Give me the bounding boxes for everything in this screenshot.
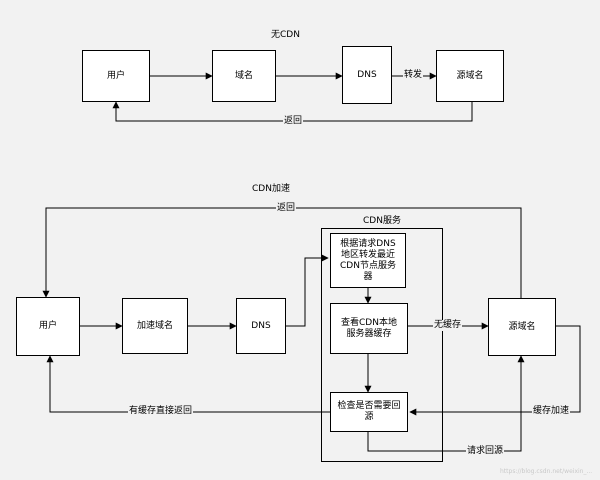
bottom-user-node: 用户 <box>16 297 80 356</box>
top-domain-node: 域名 <box>212 50 276 102</box>
top-origin-label: 源域名 <box>456 70 484 81</box>
route-nearest-node: 根据请求DNS地区转发最近CDN节点服务器 <box>330 233 406 288</box>
edge-check-to-user <box>46 355 330 413</box>
top-dns-node: DNS <box>342 46 392 104</box>
check-local-cache-label: 查看CDN本地服务器缓存 <box>341 317 397 339</box>
top-title: 无CDN <box>271 30 300 40</box>
edge-check-request-origin <box>367 355 525 452</box>
bottom-origin-node: 源域名 <box>488 298 556 356</box>
top-origin-node: 源域名 <box>436 50 504 102</box>
bottom-title: CDN加速 <box>252 184 290 194</box>
check-fetch-origin-label: 检查是否需要回源 <box>337 401 401 422</box>
bottom-user-label: 用户 <box>38 321 57 331</box>
top-user-label: 用户 <box>106 70 125 81</box>
bottom-accel-domain-label: 加速域名 <box>136 320 173 331</box>
top-dns-label: DNS <box>357 69 377 80</box>
route-nearest-label: 根据请求DNS地区转发最近CDN节点服务器 <box>340 238 396 282</box>
edge-dns-to-route <box>286 254 329 327</box>
top-edge-forward-label: 转发 <box>403 70 424 81</box>
edge-no-cache-label: 无缓存 <box>433 320 463 331</box>
bottom-accel-domain-node: 加速域名 <box>122 298 188 354</box>
check-fetch-origin-node: 检查是否需要回源 <box>330 392 408 432</box>
cdn-service-group <box>321 228 443 462</box>
bottom-dns-node: DNS <box>236 298 286 354</box>
edge-has-cache-label: 有缓存直接返回 <box>128 406 194 417</box>
bottom-edge-return-label: 返回 <box>276 203 297 214</box>
watermark: https://blog.csdn.net/weixin_... <box>500 468 593 475</box>
top-edge-return-label: 返回 <box>283 116 304 127</box>
top-domain-label: 域名 <box>234 70 253 81</box>
edge-request-origin-label: 请求回源 <box>466 446 505 457</box>
cdn-service-label: CDN服务 <box>363 216 401 226</box>
top-user-node: 用户 <box>82 50 150 102</box>
check-local-cache-node: 查看CDN本地服务器缓存 <box>330 303 408 354</box>
bottom-origin-label: 源域名 <box>508 321 536 332</box>
edge-cache-accel-label: 缓存加速 <box>532 406 571 417</box>
edge-origin-cache-back <box>409 325 581 416</box>
edge-origin-return-user-top <box>42 207 522 298</box>
bottom-dns-label: DNS <box>251 320 271 331</box>
